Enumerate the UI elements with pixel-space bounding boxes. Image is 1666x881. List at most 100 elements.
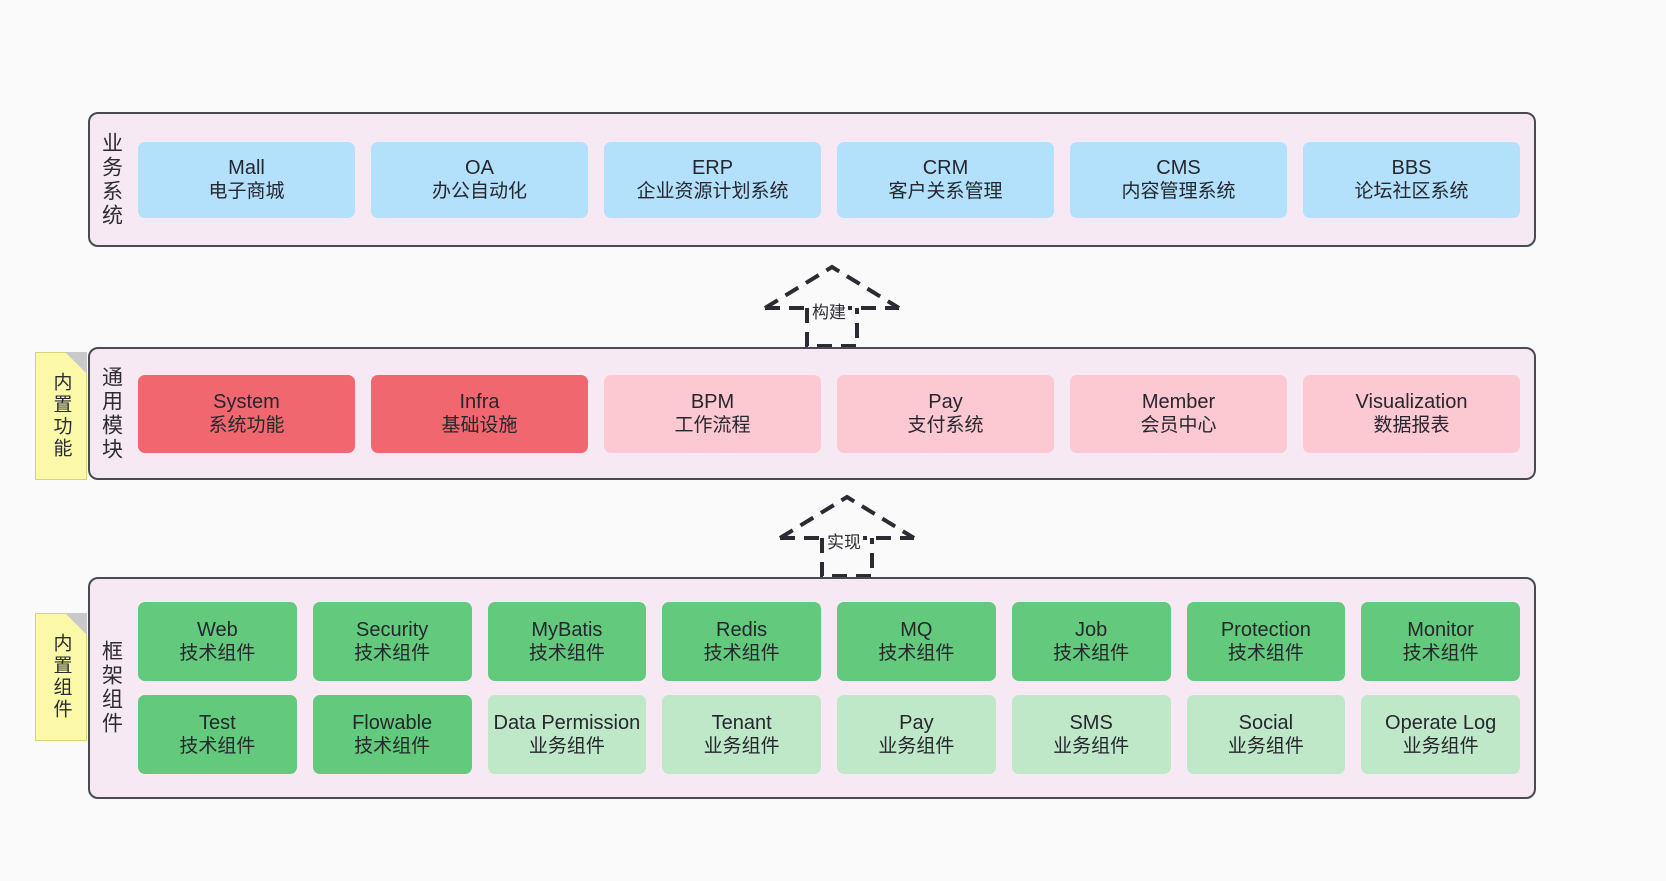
card-flowable[interactable]: Flowable 技术组件 bbox=[312, 695, 472, 774]
card-subtitle: 业务组件 bbox=[1053, 736, 1130, 758]
card-subtitle: 办公自动化 bbox=[431, 181, 527, 203]
card-title: Pay bbox=[899, 711, 934, 734]
card-subtitle: 论坛社区系统 bbox=[1354, 181, 1469, 203]
card-cms[interactable]: CMS 内容管理系统 bbox=[1070, 141, 1287, 218]
card-oa[interactable]: OA 办公自动化 bbox=[371, 141, 588, 218]
card-mall[interactable]: Mall 电子商城 bbox=[138, 141, 355, 218]
card-title: ERP bbox=[691, 156, 734, 179]
card-protection[interactable]: Protection 技术组件 bbox=[1186, 602, 1346, 681]
layer-common-module[interactable]: 通用模块 System 系统功能 Infra 基础设施 BPM 工作流程 Pay… bbox=[88, 347, 1536, 480]
card-operate-log[interactable]: Operate Log 业务组件 bbox=[1361, 695, 1520, 774]
card-test[interactable]: Test 技术组件 bbox=[138, 695, 297, 774]
note-fold-corner-icon bbox=[65, 613, 87, 635]
card-row: Web 技术组件 Security 技术组件 MyBatis 技术组件 Redi… bbox=[138, 602, 1520, 681]
card-title: BBS bbox=[1391, 156, 1432, 179]
card-subtitle: 数据报表 bbox=[1373, 415, 1450, 437]
card-subtitle: 技术组件 bbox=[1053, 643, 1130, 665]
card-title: Infra bbox=[459, 390, 500, 413]
card-tenant[interactable]: Tenant 业务组件 bbox=[662, 695, 821, 774]
card-title: Pay bbox=[928, 390, 963, 413]
card-subtitle: 企业资源计划系统 bbox=[636, 181, 789, 203]
card-title: System bbox=[213, 390, 280, 413]
card-title: Redis bbox=[716, 618, 768, 641]
connector-label-implement: 实现 bbox=[825, 528, 863, 553]
card-title: Social bbox=[1238, 711, 1294, 734]
card-subtitle: 电子商城 bbox=[208, 181, 285, 203]
connector-build: 构建 bbox=[760, 262, 910, 348]
card-job[interactable]: Job 技术组件 bbox=[1011, 602, 1171, 681]
card-title: SMS bbox=[1069, 711, 1113, 734]
card-title: CMS bbox=[1156, 156, 1201, 179]
card-subtitle: 技术组件 bbox=[179, 736, 256, 758]
card-subtitle: 工作流程 bbox=[674, 415, 751, 437]
card-social[interactable]: Social 业务组件 bbox=[1186, 695, 1346, 774]
card-subtitle: 业务组件 bbox=[878, 736, 955, 758]
card-sms[interactable]: SMS 业务组件 bbox=[1011, 695, 1171, 774]
card-subtitle: 技术组件 bbox=[354, 643, 431, 665]
card-pay-component[interactable]: Pay 业务组件 bbox=[837, 695, 996, 774]
card-subtitle: 会员中心 bbox=[1140, 415, 1217, 437]
layer-business-system[interactable]: 业务系统 Mall 电子商城 OA 办公自动化 ERP 企业资源计划系统 CRM… bbox=[88, 112, 1536, 247]
card-bbs[interactable]: BBS 论坛社区系统 bbox=[1303, 141, 1520, 218]
card-member[interactable]: Member 会员中心 bbox=[1070, 374, 1287, 453]
card-title: OA bbox=[465, 156, 494, 179]
note-builtin-component[interactable]: 内置组件 bbox=[35, 613, 87, 741]
card-system[interactable]: System 系统功能 bbox=[138, 374, 355, 453]
card-title: Flowable bbox=[352, 711, 433, 734]
card-web[interactable]: Web 技术组件 bbox=[138, 602, 297, 681]
card-erp[interactable]: ERP 企业资源计划系统 bbox=[604, 141, 821, 218]
layer-framework-component[interactable]: 框架组件 Web 技术组件 Security 技术组件 MyBatis 技术组件… bbox=[88, 577, 1536, 799]
card-mq[interactable]: MQ 技术组件 bbox=[837, 602, 996, 681]
card-mybatis[interactable]: MyBatis 技术组件 bbox=[487, 602, 647, 681]
card-title: CRM bbox=[922, 156, 969, 179]
card-redis[interactable]: Redis 技术组件 bbox=[662, 602, 821, 681]
note-fold-corner-icon bbox=[65, 352, 87, 374]
card-title: Monitor bbox=[1407, 618, 1474, 641]
card-row: Mall 电子商城 OA 办公自动化 ERP 企业资源计划系统 CRM 客户关系… bbox=[138, 141, 1520, 218]
connector-label-build: 构建 bbox=[810, 298, 848, 323]
card-subtitle: 技术组件 bbox=[528, 643, 605, 665]
card-title: Protection bbox=[1220, 618, 1311, 641]
card-subtitle: 客户关系管理 bbox=[888, 181, 1003, 203]
card-pay-module[interactable]: Pay 支付系统 bbox=[837, 374, 1054, 453]
card-data-permission[interactable]: Data Permission 业务组件 bbox=[487, 695, 647, 774]
layer-body-common-module: System 系统功能 Infra 基础设施 BPM 工作流程 Pay 支付系统… bbox=[132, 349, 1534, 478]
card-subtitle: 支付系统 bbox=[907, 415, 984, 437]
card-title: Web bbox=[196, 618, 238, 641]
card-subtitle: 技术组件 bbox=[354, 736, 431, 758]
card-subtitle: 业务组件 bbox=[703, 736, 780, 758]
layer-title-common-module: 通用模块 bbox=[99, 365, 123, 462]
card-subtitle: 业务组件 bbox=[528, 736, 605, 758]
card-title: Security bbox=[356, 618, 429, 641]
generalization-arrow-icon bbox=[778, 494, 916, 578]
card-title: Job bbox=[1075, 618, 1108, 641]
note-label: 内置功能 bbox=[50, 372, 72, 460]
card-infra[interactable]: Infra 基础设施 bbox=[371, 374, 588, 453]
layer-title-framework-component: 框架组件 bbox=[99, 640, 123, 736]
card-visualization[interactable]: Visualization 数据报表 bbox=[1303, 374, 1520, 453]
card-crm[interactable]: CRM 客户关系管理 bbox=[837, 141, 1054, 218]
card-title: Mall bbox=[228, 156, 265, 179]
layer-body-framework-component: Web 技术组件 Security 技术组件 MyBatis 技术组件 Redi… bbox=[132, 579, 1534, 797]
card-subtitle: 系统功能 bbox=[208, 415, 285, 437]
note-label: 内置组件 bbox=[50, 633, 72, 721]
generalization-arrow-icon bbox=[763, 264, 901, 348]
card-title: Visualization bbox=[1355, 390, 1468, 413]
card-security[interactable]: Security 技术组件 bbox=[312, 602, 472, 681]
card-title: MyBatis bbox=[531, 618, 603, 641]
card-subtitle: 内容管理系统 bbox=[1121, 181, 1236, 203]
card-row: System 系统功能 Infra 基础设施 BPM 工作流程 Pay 支付系统… bbox=[138, 374, 1520, 453]
card-subtitle: 技术组件 bbox=[1227, 643, 1304, 665]
card-title: Operate Log bbox=[1385, 711, 1497, 734]
note-builtin-function[interactable]: 内置功能 bbox=[35, 352, 87, 480]
card-subtitle: 技术组件 bbox=[703, 643, 780, 665]
card-monitor[interactable]: Monitor 技术组件 bbox=[1361, 602, 1520, 681]
card-subtitle: 基础设施 bbox=[441, 415, 518, 437]
card-title: Test bbox=[199, 711, 236, 734]
card-bpm[interactable]: BPM 工作流程 bbox=[604, 374, 821, 453]
connector-implement: 实现 bbox=[775, 492, 925, 578]
card-subtitle: 业务组件 bbox=[1402, 736, 1479, 758]
card-subtitle: 技术组件 bbox=[878, 643, 955, 665]
card-subtitle: 业务组件 bbox=[1227, 736, 1304, 758]
